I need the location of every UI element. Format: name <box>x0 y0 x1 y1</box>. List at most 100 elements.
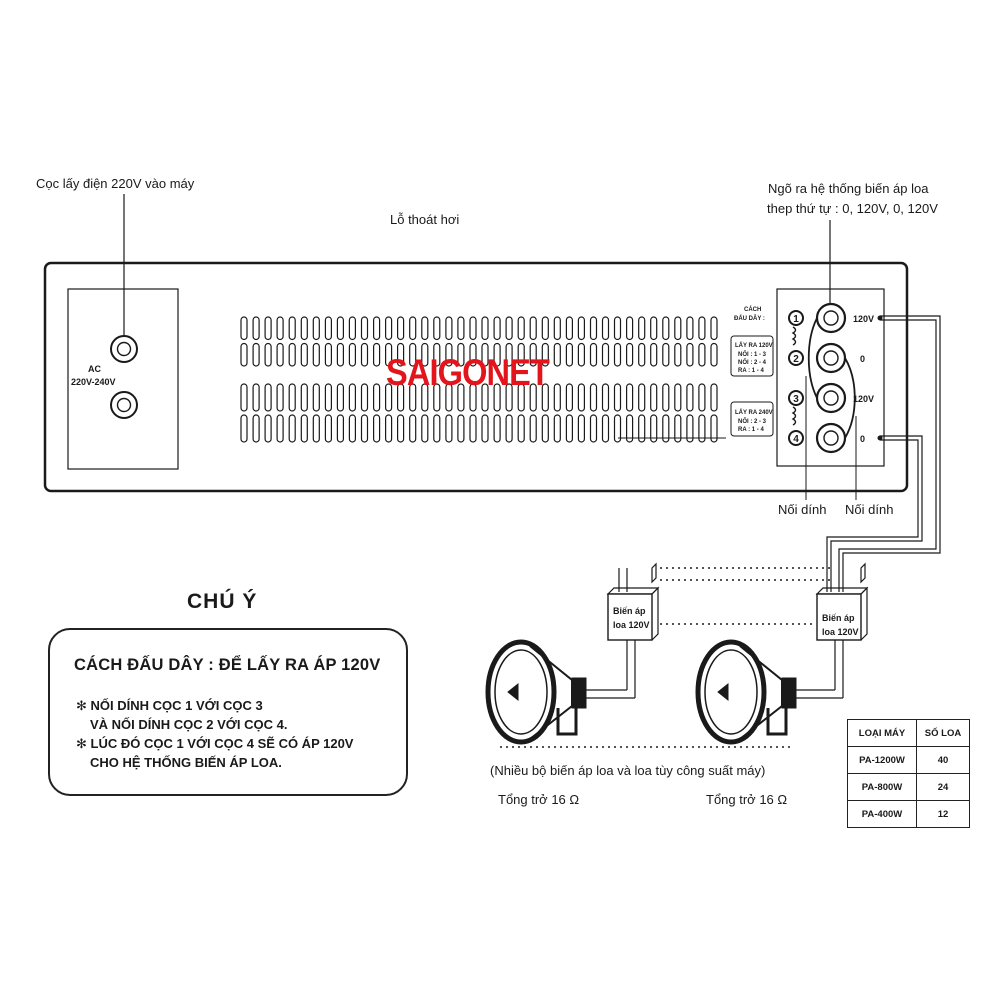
note-line-2: VÀ NỐI DÍNH CỌC 2 VỚI CỌC 4. <box>90 717 288 732</box>
vent-slot <box>650 342 658 367</box>
table-row: PA-400W 12 <box>847 800 970 828</box>
vent-slot <box>481 414 489 443</box>
terminal-number-3: 3 <box>788 390 804 406</box>
table-header-model: LOẠI MÁY <box>847 719 917 747</box>
vent-slot <box>698 414 706 443</box>
vent-slot <box>589 383 598 412</box>
output-terminal-2 <box>815 342 847 374</box>
vent-slot <box>397 316 405 341</box>
vent-slot <box>517 383 525 412</box>
brand-watermark: SAIGONET <box>386 352 550 393</box>
note-box: CÁCH ĐẤU DÂY : ĐỂ LẤY RA ÁP 120V ✻ NỐI D… <box>48 628 408 796</box>
vent-slot <box>276 383 284 412</box>
note-line-1: ✻ NỐI DÍNH CỌC 1 VỚI CỌC 3 <box>76 698 263 713</box>
vent-slot <box>264 316 272 341</box>
vent-slot <box>469 414 477 443</box>
vent-slot <box>445 316 453 341</box>
transformer-right: Biến áp loa 120V <box>815 562 869 698</box>
svg-text:4: 4 <box>793 434 799 445</box>
vent-slot <box>312 383 320 412</box>
vent-slot <box>589 316 598 341</box>
vent-slot <box>264 342 272 367</box>
vent-slot <box>613 342 622 367</box>
vent-slot <box>638 342 646 367</box>
vent-slot <box>505 383 513 412</box>
table-row: PA-800W 24 <box>847 773 970 801</box>
vent-slot <box>240 383 248 412</box>
amplifier-rear-panel <box>43 261 909 493</box>
terminal-number-4: 4 <box>788 430 804 446</box>
vent-slot <box>421 414 429 443</box>
vent-slot <box>373 414 381 443</box>
vent-slot <box>276 342 284 367</box>
vent-slot <box>625 383 634 412</box>
vent-slot <box>324 316 332 341</box>
vent-slot <box>613 414 622 443</box>
vent-slot <box>445 342 453 367</box>
svg-text:1: 1 <box>793 314 799 325</box>
vent-slot <box>674 316 682 341</box>
vent-slot <box>252 316 260 341</box>
output-terminal-block <box>776 288 885 467</box>
terminal-label-1: 120V <box>853 314 874 324</box>
vent-slot <box>312 316 320 341</box>
vent-slot <box>565 414 574 443</box>
table-header-row: LOẠI MÁY SỐ LOA <box>847 719 970 747</box>
box240-line2: RA : 1 - 4 <box>738 427 764 433</box>
vent-slot <box>373 316 381 341</box>
vent-slot <box>433 316 441 341</box>
vent-slot <box>505 414 513 443</box>
vent-slot <box>710 383 718 412</box>
vent-slot <box>385 383 393 412</box>
vent-slot <box>674 342 682 367</box>
vent-slot <box>601 316 610 341</box>
svg-text:loa 120V: loa 120V <box>822 627 859 637</box>
vent-slot <box>493 316 501 341</box>
vent-slot <box>288 414 296 443</box>
vent-slot <box>421 383 429 412</box>
vent-slot <box>324 342 332 367</box>
vent-slot <box>650 414 658 443</box>
vent-slot <box>686 414 694 443</box>
vent-slot <box>650 316 658 341</box>
vent-slot <box>710 414 718 443</box>
vent-slot <box>565 342 574 367</box>
vent-slot <box>264 383 272 412</box>
vent-slot <box>698 383 706 412</box>
terminal-dot <box>877 435 883 441</box>
vent-slot <box>565 316 574 341</box>
vent-slot <box>613 316 622 341</box>
vent-slot <box>565 383 574 412</box>
vent-slot <box>553 316 561 341</box>
vent-slot <box>638 414 646 443</box>
vent-slots <box>240 316 718 443</box>
coil-icon <box>791 406 797 426</box>
output-terminal-4 <box>815 422 847 454</box>
horn-speaker-left-icon <box>485 639 587 745</box>
vent-slot <box>553 383 561 412</box>
vent-slot <box>373 383 381 412</box>
vent-slot <box>300 342 308 367</box>
impedance-label-left: Tổng trở 16 Ω <box>498 792 579 807</box>
vent-slot <box>541 414 549 443</box>
ac-voltage-label: 220V-240V <box>71 377 116 387</box>
jumper-2-4 <box>844 357 856 439</box>
vent-slot <box>397 414 405 443</box>
vent-slot <box>469 342 477 367</box>
vent-slot <box>662 383 670 412</box>
note-line-3: ✻ LÚC ĐÓ CỌC 1 VỚI CỌC 4 SẼ CÓ ÁP 120V <box>76 736 354 751</box>
vent-slot <box>252 383 260 412</box>
note-title: CÁCH ĐẤU DÂY : ĐỂ LẤY RA ÁP 120V <box>74 656 381 674</box>
terminal-dot <box>877 315 883 321</box>
table-cell: 24 <box>916 773 970 801</box>
box120-line1: NỐI : 1 - 3 <box>738 351 767 358</box>
vent-slot <box>457 383 465 412</box>
vent-slot <box>601 414 610 443</box>
vent-slot <box>336 414 344 443</box>
vent-slot <box>409 383 417 412</box>
vent-slot <box>300 383 308 412</box>
terminal-label-4: 0 <box>860 434 865 444</box>
horn-speaker-right-icon <box>695 639 797 745</box>
box240-line1: NỐI : 2 - 3 <box>738 418 767 425</box>
vent-slot <box>493 342 501 367</box>
